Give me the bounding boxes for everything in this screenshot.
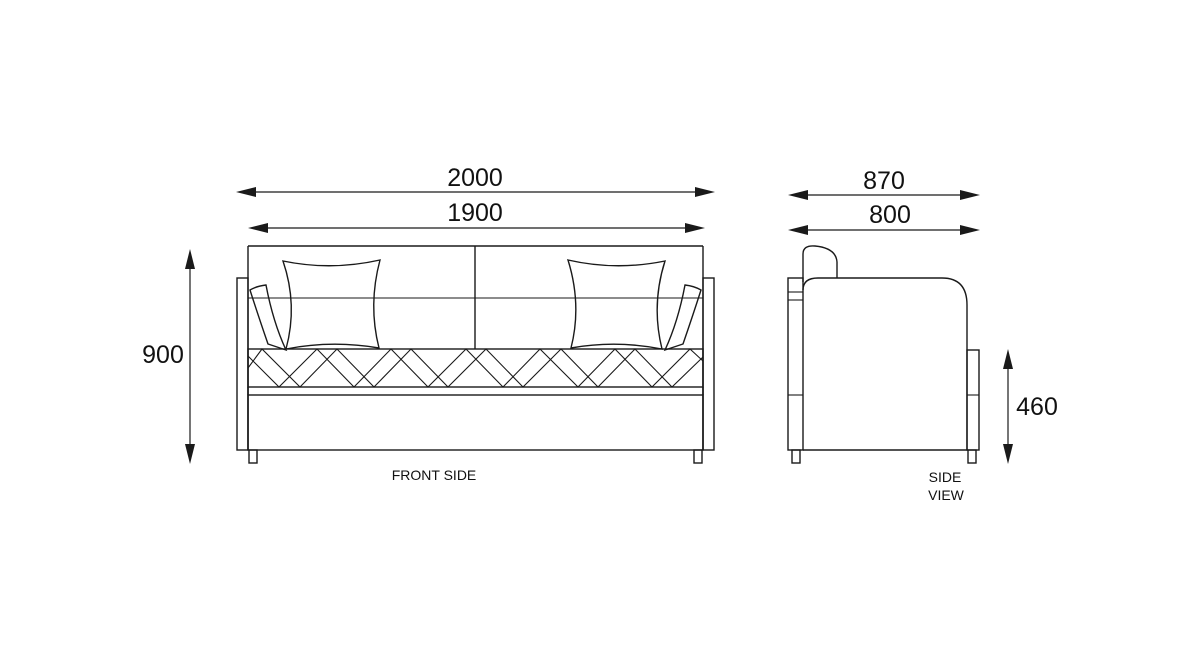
dim-label-870: 870 (863, 167, 905, 195)
caption-side-view-line2: VIEW (928, 487, 965, 503)
front-quilted-seat (247, 348, 704, 388)
dimension-side-seat-height: 460 (1003, 349, 1058, 464)
front-seat-base (247, 394, 704, 451)
side-back-leg (791, 449, 801, 464)
dim-label-900: 900 (142, 341, 184, 369)
dimension-front-inner-width: 1900 (248, 199, 705, 233)
front-pillow-right-large (566, 259, 667, 350)
front-pillow-left-large (281, 259, 381, 350)
caption-front-side: FRONT SIDE (392, 467, 477, 483)
front-backrest (247, 245, 704, 450)
front-pillow-left-small (249, 284, 288, 352)
dimension-front-overall-width: 2000 (236, 164, 715, 197)
front-left-arm (236, 277, 249, 451)
dim-label-460: 460 (1016, 393, 1058, 421)
front-left-leg (248, 449, 258, 464)
dim-label-1900: 1900 (447, 199, 503, 227)
side-back-cushion (802, 245, 838, 282)
sofa-side-view (787, 245, 980, 464)
dimension-front-height: 900 (142, 249, 195, 464)
dim-label-800: 800 (869, 201, 911, 229)
dimension-side-inner-depth: 800 (788, 201, 980, 235)
caption-side-view-line1: SIDE (929, 469, 962, 485)
front-right-arm (702, 277, 715, 451)
side-armrest (802, 277, 968, 451)
dimension-side-overall-depth: 870 (788, 167, 980, 200)
dim-label-2000: 2000 (447, 164, 503, 192)
side-back-support (787, 277, 804, 451)
sofa-front-view (236, 245, 715, 464)
side-front-leg (967, 449, 977, 464)
front-pillow-right-small (663, 284, 702, 352)
front-right-leg (693, 449, 703, 464)
side-front-panel (966, 349, 980, 451)
